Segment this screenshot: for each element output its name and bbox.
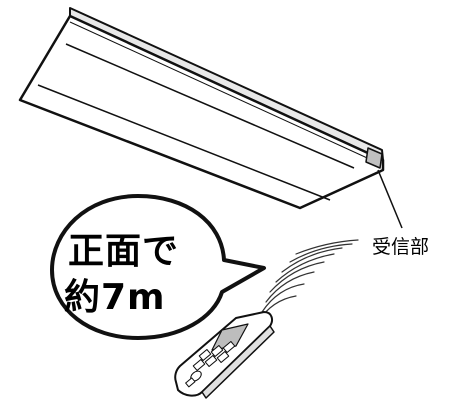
- signal-waves-icon: [257, 239, 359, 323]
- receiver-pointer-line: [377, 169, 403, 229]
- receiver-label: 受信部: [372, 236, 430, 258]
- fixture-face: [18, 14, 385, 210]
- speech-bubble: [50, 194, 266, 340]
- remote-control-icon: [174, 311, 275, 399]
- fixture-panel-line: [37, 84, 331, 201]
- fixture-rim-line: [69, 21, 377, 163]
- remote-side: [201, 325, 275, 399]
- ir-receiver-sensor: [365, 147, 383, 169]
- distance-bubble-line2: 約7m: [64, 277, 166, 318]
- distance-bubble-line1: 正面で: [68, 231, 180, 272]
- remote-buttons: [185, 340, 236, 388]
- remote-screen: [211, 323, 249, 351]
- ceiling-light-fixture: [18, 7, 385, 210]
- fixture-panel-line: [65, 43, 355, 169]
